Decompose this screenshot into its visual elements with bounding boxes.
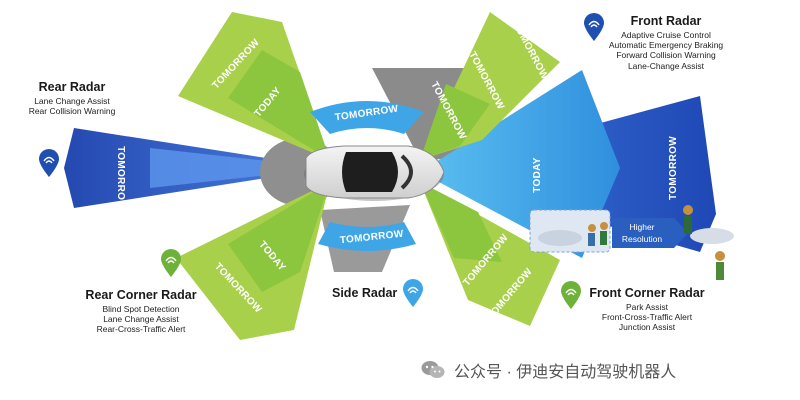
rear-corner-lower-today xyxy=(228,182,330,292)
rear-corner-radar-box: Rear Corner Radar Blind Spot Detection L… xyxy=(72,288,210,335)
front-corner-radar-feature: Front-Cross-Traffic Alert xyxy=(601,312,693,323)
rear-radar-feature: Lane Change Assist xyxy=(34,96,110,106)
side-radar-box: Side Radar xyxy=(332,286,422,302)
side-radar-pin-icon xyxy=(403,279,423,307)
label-front-tomorrow: TOMORROW xyxy=(668,136,679,200)
higher-resolution-callout: Higher Resolution xyxy=(529,205,734,280)
label-front-today: TODAY xyxy=(532,157,543,192)
rear-radar-box: Rear Radar Lane Change Assist Rear Colli… xyxy=(14,80,130,116)
front-radar-box: Front Radar Adaptive Cruise Control Auto… xyxy=(578,14,754,71)
rear-corner-radar-feature: Blind Spot Detection xyxy=(102,304,180,314)
footer-text: 公众号 · 伊迪安自动驾驶机器人 xyxy=(454,364,677,381)
rear-corner-radar-feature: Rear-Cross-Traffic Alert xyxy=(96,324,186,335)
rear-radar-feature: Rear Collision Warning xyxy=(28,106,116,117)
front-corner-upper-today xyxy=(420,84,490,160)
label-rear-tomorrow: TOMORROW xyxy=(115,146,126,210)
front-corner-radar-feature: Park Assist xyxy=(625,302,669,312)
front-corner-radar-title: Front Corner Radar xyxy=(589,286,705,300)
callout-line2: Resolution xyxy=(622,234,662,244)
car-top-view xyxy=(304,145,445,201)
front-radar-pin-icon xyxy=(584,13,604,41)
side-radar-upper xyxy=(310,101,424,134)
front-radar-title: Front Radar xyxy=(630,14,702,28)
rear-corner-radar-pin-icon xyxy=(161,249,181,277)
front-radar-feature: Automatic Emergency Braking xyxy=(608,40,724,51)
front-corner-radar-feature: Junction Assist xyxy=(618,322,676,333)
rear-radar-pin-icon xyxy=(39,149,59,177)
front-corner-radar-box: Front Corner Radar Park Assist Front-Cro… xyxy=(584,286,710,333)
callout-line1: Higher xyxy=(629,222,654,232)
side-radar-lower xyxy=(318,222,416,251)
side-radar-title: Side Radar xyxy=(332,286,398,300)
front-radar-feature: Lane-Change Assist xyxy=(627,60,705,71)
front-radar-feature: Adaptive Cruise Control xyxy=(621,30,711,40)
wechat-logo-icon xyxy=(421,361,445,378)
front-radar-feature: Forward Collision Warning xyxy=(616,50,716,61)
rear-corner-upper-today xyxy=(228,50,330,160)
rear-radar-inner-beam xyxy=(150,148,330,188)
front-corner-lower-today xyxy=(420,182,502,262)
rear-corner-radar-title: Rear Corner Radar xyxy=(85,288,197,302)
rear-corner-radar-feature: Lane Change Assist xyxy=(103,314,179,325)
footer-watermark: 公众号 · 伊迪安自动驾驶机器人 xyxy=(420,356,790,384)
front-corner-radar-pin-icon xyxy=(561,281,581,309)
rear-radar-title: Rear Radar xyxy=(38,80,106,94)
